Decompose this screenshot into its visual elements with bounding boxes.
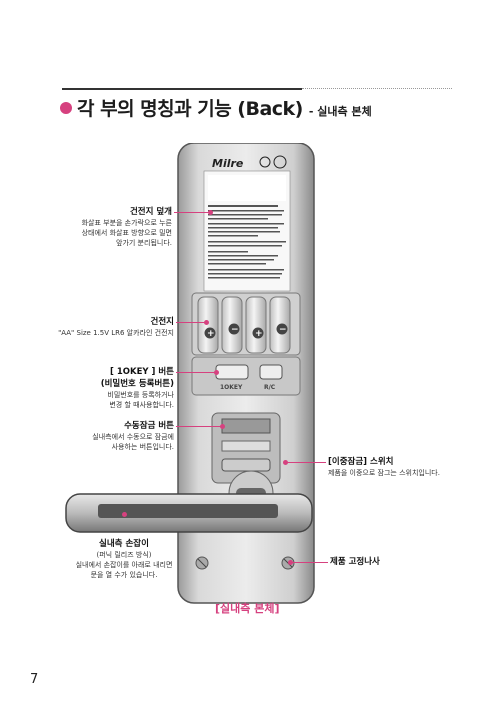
- indoor-handle-illustration: [65, 493, 313, 533]
- door-lock-illustration: Milre + − + − 1OKEY R/C: [177, 143, 315, 604]
- header-rule: [62, 88, 302, 90]
- manual-lock-dot: [220, 424, 225, 429]
- manual-lock-leader: [176, 426, 222, 427]
- fixing-screw-label: 제품 고정나사: [330, 557, 380, 567]
- battery-label: 건전지 "AA" Size 1.5V LR6 알카라인 건전지: [58, 317, 174, 337]
- onekey-dot: [214, 370, 219, 375]
- rc-label: R/C: [264, 384, 276, 391]
- onekey-button-label: [ 1OKEY ] 버튼 (비밀번호 등록버튼) 비밀번호를 등록하거나 변경 …: [100, 367, 174, 409]
- double-lock-dot: [283, 460, 288, 465]
- onekey-leader: [176, 372, 216, 373]
- fixing-screw-dot: [288, 560, 293, 565]
- battery-cover-label: 건전지 덮개 화살표 부분을 손가락으로 누른 상태에서 화살표 방향으로 밀면…: [81, 207, 172, 247]
- manual-lock-label: 수동잠금 버튼 실내측에서 수동으로 잠금에 사용하는 버튼입니다.: [92, 421, 174, 451]
- svg-text:+: +: [207, 329, 215, 339]
- double-lock-leader: [286, 462, 326, 463]
- page-title: 각 부의 명칭과 기능 (Back): [77, 98, 303, 120]
- page-number: 7: [30, 672, 39, 687]
- double-lock-label: [이중잠금] 스위치 제품을 이중으로 잠그는 스위치입니다.: [328, 457, 440, 477]
- battery-cover-dot: [208, 210, 213, 215]
- svg-text:−: −: [279, 325, 287, 335]
- section-title: 각 부의 명칭과 기능 (Back) - 실내측 본체: [60, 94, 372, 121]
- fixing-screw-leader: [292, 562, 328, 563]
- page-subtitle: - 실내측 본체: [308, 105, 372, 118]
- indoor-handle-label: 실내측 손잡이 (퍼닉 릴리즈 방식) 실내에서 손잡이를 아래로 내리면 문을…: [75, 539, 173, 579]
- battery-cover-leader: [174, 212, 210, 213]
- figure-caption: [실내측 본체]: [215, 602, 280, 615]
- header-dotted-rule: [302, 88, 452, 89]
- handle-dot: [122, 512, 127, 517]
- svg-text:+: +: [255, 329, 263, 339]
- bullet-icon: [60, 102, 72, 114]
- svg-text:−: −: [231, 325, 239, 335]
- battery-leader: [176, 322, 206, 323]
- brand-logo: Milre: [212, 157, 244, 170]
- battery-dot: [204, 320, 209, 325]
- onekey-label: 1OKEY: [220, 384, 243, 391]
